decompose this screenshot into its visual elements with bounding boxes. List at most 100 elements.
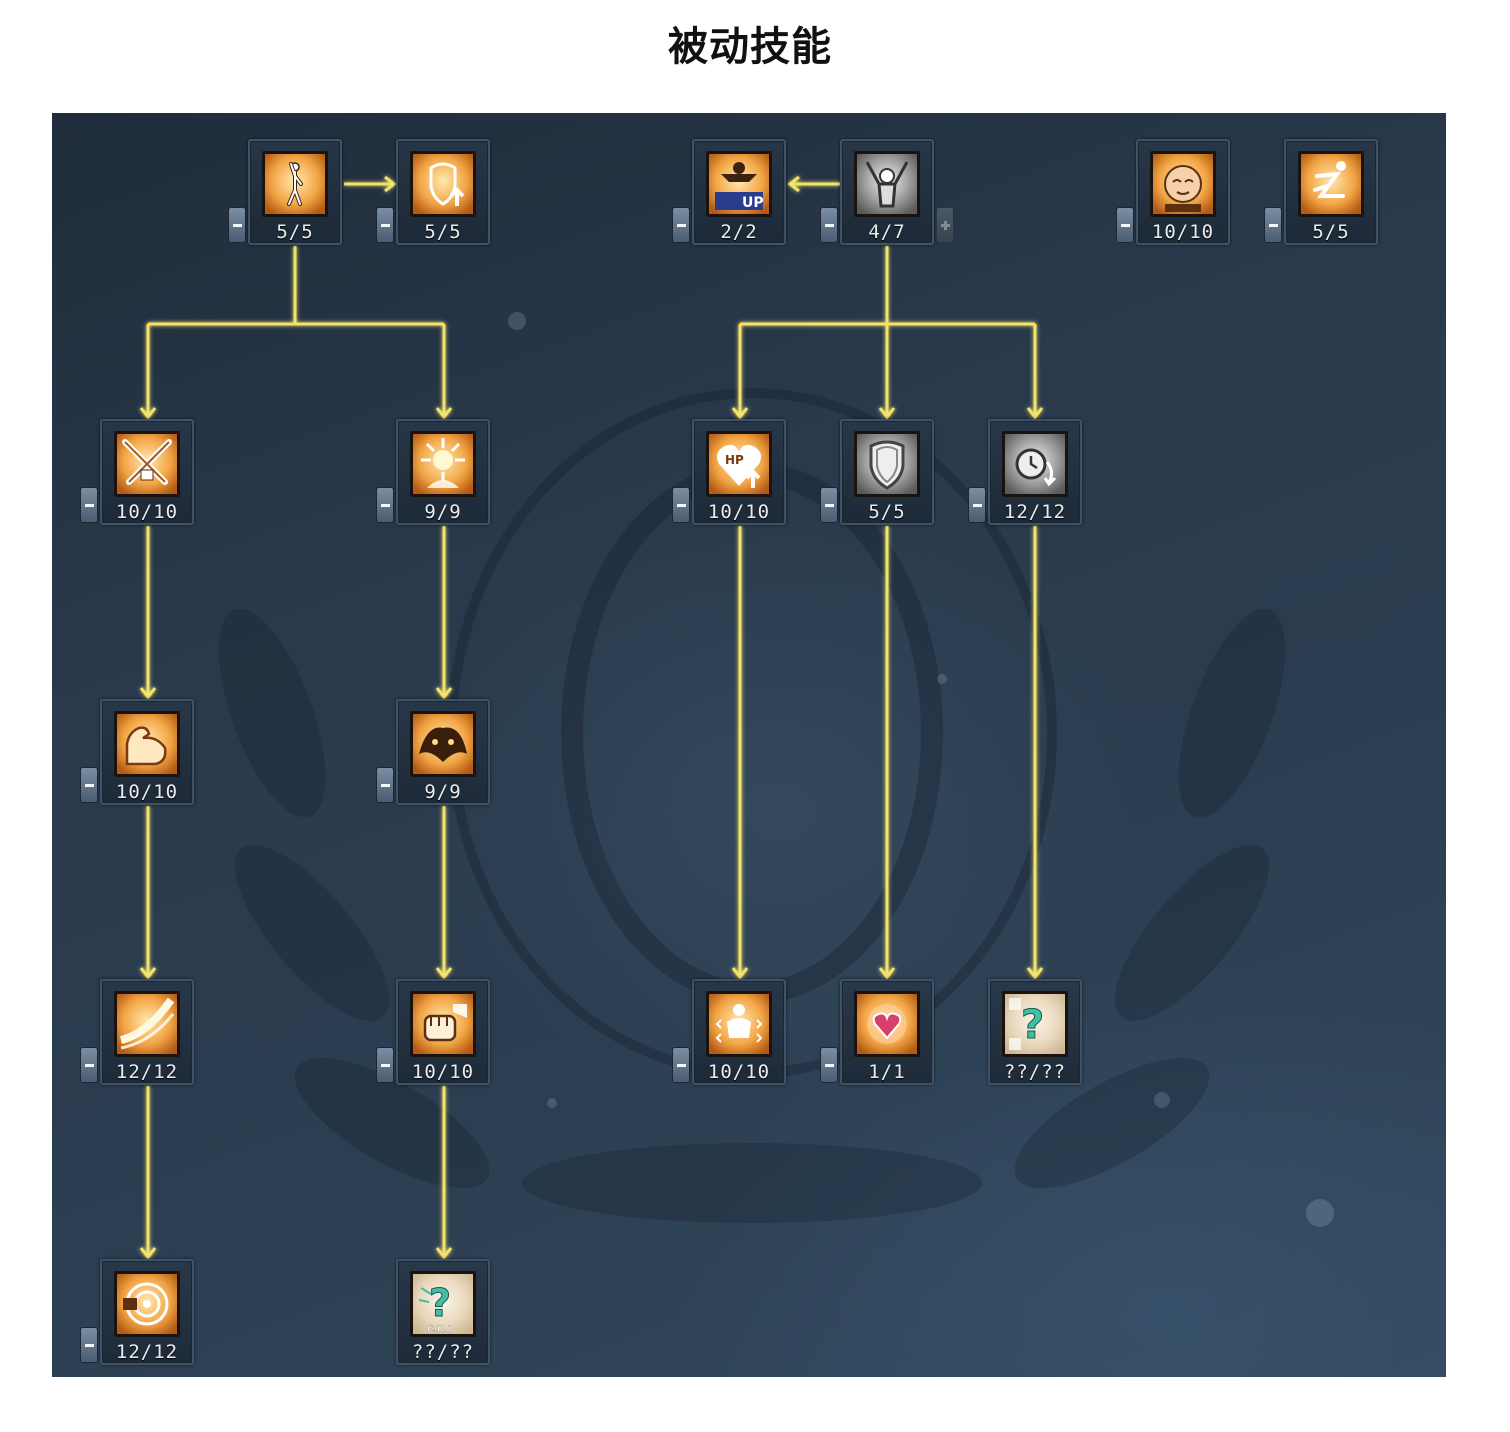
link-arrow — [139, 1247, 157, 1260]
skill-node-fist[interactable]: 10/10 — [376, 979, 490, 1085]
skill-node-meditation[interactable]: 10/10 — [1116, 139, 1230, 245]
link-arrow — [435, 1247, 453, 1260]
flexed-arm-icon[interactable] — [114, 711, 180, 777]
guard-shield-icon[interactable] — [854, 431, 920, 497]
skill-node-heart-shield[interactable]: 1/1 — [820, 979, 934, 1085]
shield-up-icon[interactable] — [410, 151, 476, 217]
skill-level: 5/5 — [868, 501, 906, 523]
skill-level: 9/9 — [424, 781, 462, 803]
decrease-level-button[interactable] — [672, 1047, 690, 1083]
decrease-level-button[interactable] — [376, 487, 394, 523]
svg-text:HP: HP — [725, 453, 744, 467]
decrease-level-button[interactable] — [968, 487, 986, 523]
heart-shield-icon[interactable] — [854, 991, 920, 1057]
target-sight-icon[interactable] — [114, 1271, 180, 1337]
skill-node-calm[interactable]: 10/10 — [672, 979, 786, 1085]
skill-level: 10/10 — [707, 501, 771, 523]
decrease-level-button[interactable] — [80, 767, 98, 803]
decrease-level-button[interactable] — [80, 487, 98, 523]
link-arrow — [787, 175, 800, 193]
decrease-level-button[interactable] — [80, 1047, 98, 1083]
decrease-level-button[interactable] — [1116, 207, 1134, 243]
link-arrow — [435, 407, 453, 420]
clock-cooldown-icon[interactable] — [1002, 431, 1068, 497]
svg-text:?: ? — [1021, 1002, 1044, 1048]
decrease-level-button[interactable] — [1264, 207, 1282, 243]
skill-links — [139, 175, 1044, 1260]
question-mark-icon[interactable]: ? — [1002, 991, 1068, 1057]
page-title: 被动技能 — [668, 24, 832, 70]
skill-level: 10/10 — [115, 781, 179, 803]
skill-level: 1/1 — [868, 1061, 906, 1083]
link-arrow — [1026, 967, 1044, 980]
dash-runner-icon[interactable] — [1298, 151, 1364, 217]
decrease-level-button[interactable] — [80, 1327, 98, 1363]
skill-node-dash[interactable]: 5/5 — [1264, 139, 1378, 245]
decrease-level-button[interactable] — [376, 1047, 394, 1083]
skill-node-guard[interactable]: 5/5 — [820, 419, 934, 525]
skill-node-muscle[interactable]: 10/10 — [80, 699, 194, 805]
link-arrow — [878, 967, 896, 980]
slash-wave-icon[interactable] — [114, 991, 180, 1057]
link-arrow — [731, 967, 749, 980]
skill-tree-board: 5/5 5/5 UP 2/2 4/7 10/10 5/5 10/10 — [52, 113, 1446, 1377]
svg-text:UP: UP — [742, 195, 764, 211]
skill-level: ??/?? — [411, 1341, 475, 1363]
increase-level-button[interactable] — [936, 207, 954, 243]
skill-node-unknown-right[interactable]: ? ??/?? — [988, 979, 1082, 1085]
skill-level: 12/12 — [1003, 501, 1067, 523]
link-arrow — [384, 175, 397, 193]
meditation-face-icon[interactable] — [1150, 151, 1216, 217]
skill-node-slash[interactable]: 12/12 — [80, 979, 194, 1085]
skill-node-stance[interactable]: 5/5 — [228, 139, 342, 245]
burst-aura-icon[interactable] — [410, 431, 476, 497]
link-arrow — [731, 407, 749, 420]
decrease-level-button[interactable] — [820, 207, 838, 243]
skill-level: 12/12 — [115, 1341, 179, 1363]
skill-node-hp-up[interactable]: HP 10/10 — [672, 419, 786, 525]
skill-node-awaken[interactable]: 4/7 — [820, 139, 954, 245]
skill-level: 4/7 — [868, 221, 906, 243]
decrease-level-button[interactable] — [820, 1047, 838, 1083]
skill-level: 5/5 — [1312, 221, 1350, 243]
skill-node-master-up[interactable]: UP 2/2 — [672, 139, 786, 245]
standing-figure-icon[interactable] — [262, 151, 328, 217]
punch-fist-icon[interactable] — [410, 991, 476, 1057]
skill-level: ??/?? — [1003, 1061, 1067, 1083]
question-mark-crit-icon[interactable]: ?C.R.I — [410, 1271, 476, 1337]
calm-figure-icon[interactable] — [706, 991, 772, 1057]
decrease-level-button[interactable] — [376, 767, 394, 803]
skill-level: 2/2 — [720, 221, 758, 243]
skill-node-target[interactable]: 12/12 — [80, 1259, 194, 1365]
crossed-swords-icon[interactable] — [114, 431, 180, 497]
decrease-level-button[interactable] — [672, 207, 690, 243]
skill-level: 9/9 — [424, 501, 462, 523]
skill-node-burst[interactable]: 9/9 — [376, 419, 490, 525]
link-stance-branch — [146, 246, 446, 417]
skill-node-shield-up[interactable]: 5/5 — [376, 139, 490, 245]
skill-node-cooldown[interactable]: 12/12 — [968, 419, 1082, 525]
rage-beast-icon[interactable] — [410, 711, 476, 777]
skill-node-rage[interactable]: 9/9 — [376, 699, 490, 805]
skill-level: 5/5 — [424, 221, 462, 243]
skill-level: 5/5 — [276, 221, 314, 243]
skill-node-unknown-left[interactable]: ?C.R.I ??/?? — [396, 1259, 490, 1365]
skill-level: 10/10 — [115, 501, 179, 523]
skill-level: 10/10 — [1151, 221, 1215, 243]
link-arrow — [435, 687, 453, 700]
master-up-icon[interactable]: UP — [706, 151, 772, 217]
decrease-level-button[interactable] — [820, 487, 838, 523]
link-arrow — [139, 407, 157, 420]
decrease-level-button[interactable] — [228, 207, 246, 243]
skill-level: 10/10 — [411, 1061, 475, 1083]
awaken-figure-icon[interactable] — [854, 151, 920, 217]
decrease-level-button[interactable] — [376, 207, 394, 243]
decrease-level-button[interactable] — [672, 487, 690, 523]
skill-node-crossed-swords[interactable]: 10/10 — [80, 419, 194, 525]
link-arrow — [1026, 407, 1044, 420]
link-arrow — [139, 967, 157, 980]
hp-heart-up-icon[interactable]: HP — [706, 431, 772, 497]
link-arrow — [139, 687, 157, 700]
svg-text:C.R.I: C.R.I — [427, 1325, 451, 1334]
link-arrow — [878, 407, 896, 420]
